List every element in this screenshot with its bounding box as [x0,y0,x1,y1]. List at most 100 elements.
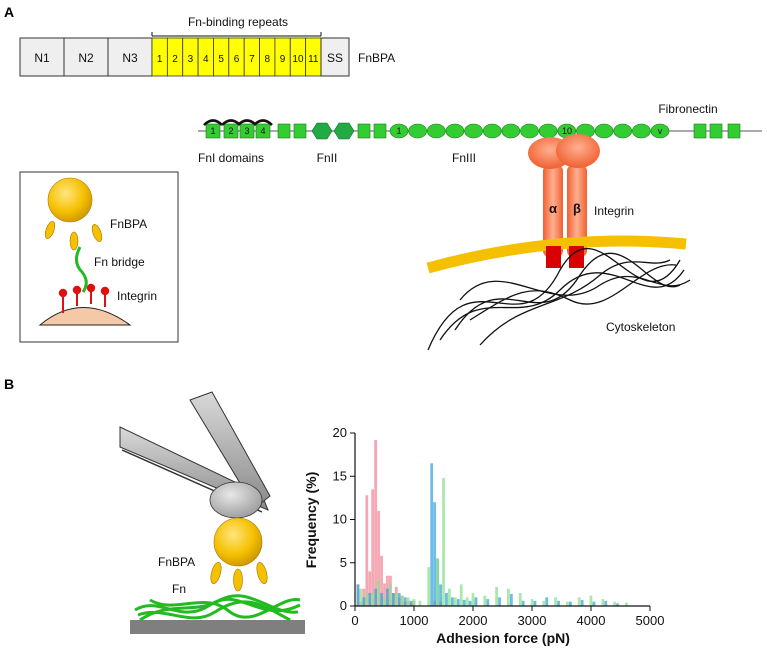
integrin-beta-leg [567,165,587,257]
histogram-bar-series-3 [483,595,487,606]
integrin-label: Integrin [594,204,634,218]
histogram-bar-series-2 [456,599,460,606]
fibronectin-chain: 1 2 3 4 1 10 v Fibronectin FnI domains F… [198,102,762,165]
histogram-bar-series-1 [374,439,378,606]
panel-a-letter: A [4,4,14,20]
histogram-bar-series-3 [613,601,617,606]
repeat-label-10: 10 [292,54,304,65]
histogram-bar-series-2 [580,599,584,606]
fn3-domain [538,123,558,139]
histogram-bar-series-2 [362,597,366,606]
cytoskeleton-label: Cytoskeleton [606,320,675,334]
histogram-bar-series-2 [604,600,608,606]
afm-fnbpa-bead [213,517,263,567]
histogram-bar-series-3 [518,593,522,606]
x-tick-label: 3000 [518,613,547,628]
inset-fn-bridge [75,246,88,293]
fnbpa-protein-label: FnBPA [358,51,395,65]
histogram-bar-series-2 [445,593,448,606]
histogram-bar-series-2 [386,588,389,606]
afm-fn-label: Fn [172,582,186,596]
x-tick-label: 1000 [400,613,429,628]
afm-cantilever-right-arm [189,391,271,509]
y-tick-label: 10 [333,512,347,527]
histogram-bar-series-2 [368,593,372,606]
domain-ss-label: SS [327,51,343,65]
domain-box-ss [320,37,350,77]
domain-n3-label: N3 [122,51,138,65]
histogram-bar-series-3 [383,597,386,606]
inset-integrin-pins [58,283,110,313]
histogram-bar-series-3 [565,601,569,606]
histogram-bar-series-3 [453,597,457,606]
integrin-beta-label: β [573,201,581,216]
repeat-label-4: 4 [203,54,209,65]
fn3-domain [408,123,427,139]
histogram-bar-series-3 [601,599,605,606]
histogram-bar-series-2 [409,600,413,606]
domain-box-n3 [107,37,153,77]
repeat-label-9: 9 [280,54,286,65]
chart-bars [356,439,628,606]
fn1-number-2: 2 [228,126,233,136]
fn3-domain [520,123,539,139]
histogram-bar-series-2 [592,601,596,606]
histogram-bar-series-2 [486,599,490,606]
histogram-bar-series-2 [509,593,513,606]
cell-membrane [426,235,687,274]
repeat-label-8: 8 [264,54,270,65]
fn2-domains [311,122,387,140]
repeat-label-1: 1 [157,54,163,65]
fn3-domain [445,123,465,139]
fn3-domain [650,123,670,139]
afm-fn-layer [134,594,301,622]
histogram-bar-series-1 [377,510,381,606]
fn-binding-repeats-header: Fn-binding repeats [188,15,288,29]
histogram-bar-series-2 [397,593,401,606]
fn1-number-1: 1 [210,126,215,136]
histogram-bar-series-3 [406,597,410,606]
histogram-bar-series-1 [380,555,383,606]
fn1-domains: 1 2 3 4 [203,119,307,139]
fn3-domain [389,123,409,139]
histogram-bar-series-2 [533,600,537,606]
histogram-bar-series-2 [474,597,478,606]
histogram-bar-series-3 [418,600,422,606]
histogram-bar-series-3 [465,597,469,606]
domain-n1-label: N1 [34,51,50,65]
histogram-bar-series-3 [377,580,381,606]
histogram-bar-series-1 [383,583,386,606]
afm-fnbpa-label: FnBPA [158,555,195,569]
histogram-bar-series-1 [371,489,375,606]
panel-b-letter: B [4,376,14,392]
domain-n2-label: N2 [78,51,94,65]
histogram-bar-series-2 [403,597,407,606]
histogram-bar-series-2 [374,588,378,606]
histogram-bar-series-2 [391,593,395,606]
histogram-bar-series-3 [542,600,546,606]
histogram-bar-series-2 [557,600,560,606]
histogram-bar-series-3 [388,584,392,606]
histogram-bar-series-2 [568,601,572,606]
fn3-domain [594,123,614,139]
integrin-alpha-leg [543,165,563,257]
x-tick-label: 4000 [577,613,606,628]
fn3-marker-1: 1 [396,126,401,136]
chart-y-axis-title: Frequency (%) [303,472,319,568]
fn3-marker-10: 10 [562,126,572,136]
repeat-label-6: 6 [234,54,240,65]
histogram-bar-series-2 [439,584,442,606]
repeat-label-7: 7 [249,54,255,65]
inset-fnbpa-bead [47,177,93,223]
histogram-bar-series-2 [545,597,549,606]
histogram-bar-series-2 [433,502,437,606]
histogram-bar-series-3 [554,597,558,606]
histogram-bar-series-3 [427,567,431,606]
histogram-bar-series-2 [356,584,360,606]
integrin-beta-tail [569,246,584,268]
